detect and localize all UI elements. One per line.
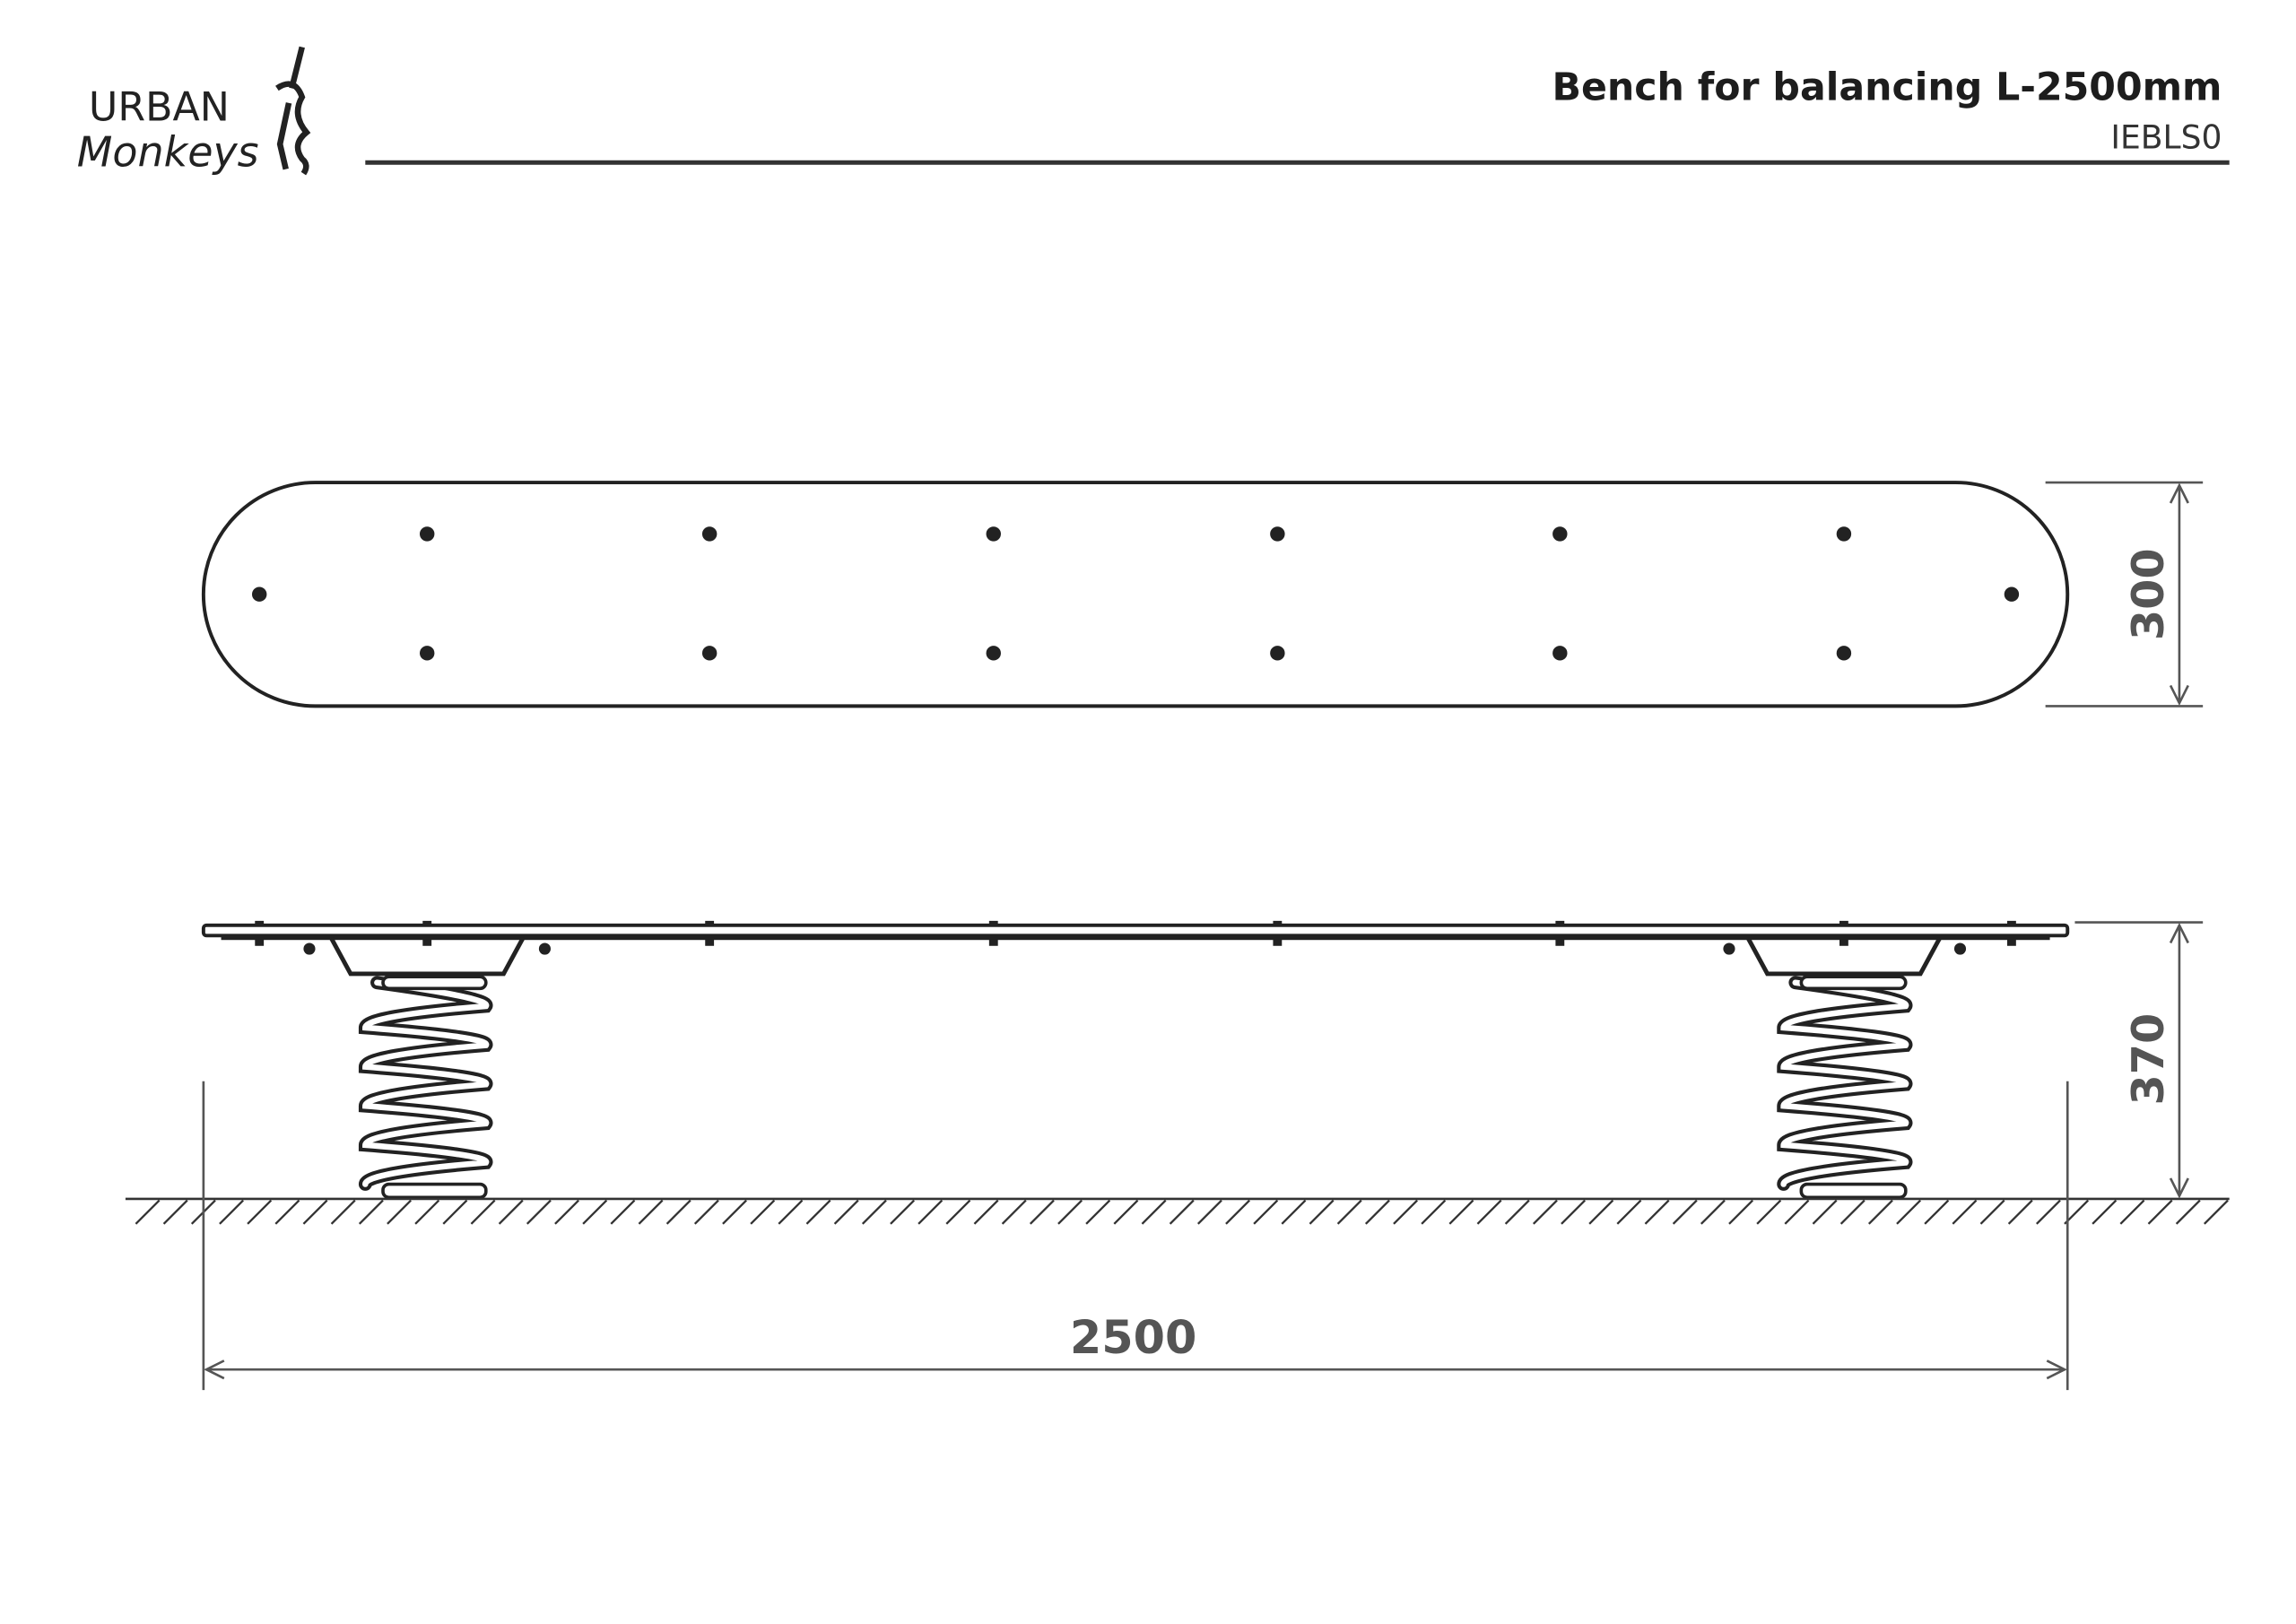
- dimension-length-label: 2500: [1070, 1311, 1197, 1364]
- spring-top-plate: [381, 975, 488, 991]
- bolt-nut: [538, 942, 551, 955]
- bolt-head: [422, 920, 432, 925]
- bolt-nut: [2006, 938, 2016, 946]
- bolt-nut: [1723, 942, 1735, 955]
- bolt-hole: [701, 526, 718, 542]
- bolt-nut: [1953, 942, 1967, 955]
- bolt-hole: [1270, 526, 1285, 542]
- bench-top-view: [201, 481, 2070, 708]
- product-code: IEBLS0: [2110, 119, 2222, 157]
- bolt-hole: [1552, 526, 1568, 542]
- bolt-hole: [701, 646, 718, 661]
- bolts: [255, 920, 2016, 955]
- bolt-hole: [986, 646, 1001, 661]
- monkey-icon: [275, 46, 311, 176]
- spring-base-plate: [381, 1182, 488, 1200]
- urban-monkeys-logo: URBAN Monkeys: [77, 46, 311, 176]
- dimension-height: 370: [2074, 921, 2204, 1199]
- spring-base-plate: [1799, 1182, 1908, 1200]
- bolt-head: [2006, 920, 2016, 925]
- bolt-head: [1839, 920, 1848, 925]
- spring-top-plate: [1799, 975, 1908, 991]
- bolt-head: [705, 920, 715, 925]
- bolt-nut: [988, 938, 998, 946]
- logo-text-monkeys: Monkeys: [77, 127, 259, 176]
- dimension-height-label: 370: [2122, 1013, 2174, 1106]
- dimension-width-label: 300: [2122, 548, 2174, 640]
- bolt-nut: [255, 938, 265, 946]
- bolt-nut: [1839, 938, 1848, 946]
- bolt-nut: [303, 942, 316, 955]
- bolt-holes: [251, 526, 2020, 661]
- drawing-title: Bench for balancing L-2500mm: [1552, 65, 2222, 110]
- logo-text-urban: URBAN: [89, 85, 230, 131]
- bench-side-view: [201, 920, 2070, 1200]
- bolt-hole: [1552, 646, 1568, 661]
- springs: [358, 975, 1913, 1200]
- dimension-width: 300: [2045, 481, 2204, 708]
- bolt-nut: [422, 938, 432, 946]
- ground-line: [125, 1197, 2230, 1225]
- bolt-hole: [251, 586, 267, 602]
- bolt-hole: [420, 526, 435, 542]
- bolt-hole: [2004, 586, 2020, 602]
- bolt-hole: [1836, 526, 1852, 542]
- bolt-nut: [705, 938, 715, 946]
- bolt-hole: [1836, 646, 1852, 661]
- bolt-head: [988, 920, 998, 925]
- bolt-nut: [1273, 938, 1283, 946]
- bolt-hole: [420, 646, 435, 661]
- bolt-nut: [1555, 938, 1565, 946]
- bolt-head: [255, 920, 265, 925]
- bolt-head: [1555, 920, 1565, 925]
- bolt-hole: [1270, 646, 1285, 661]
- bolt-hole: [986, 526, 1001, 542]
- bolt-head: [1273, 920, 1283, 925]
- dimension-length: 2500: [202, 1081, 2069, 1391]
